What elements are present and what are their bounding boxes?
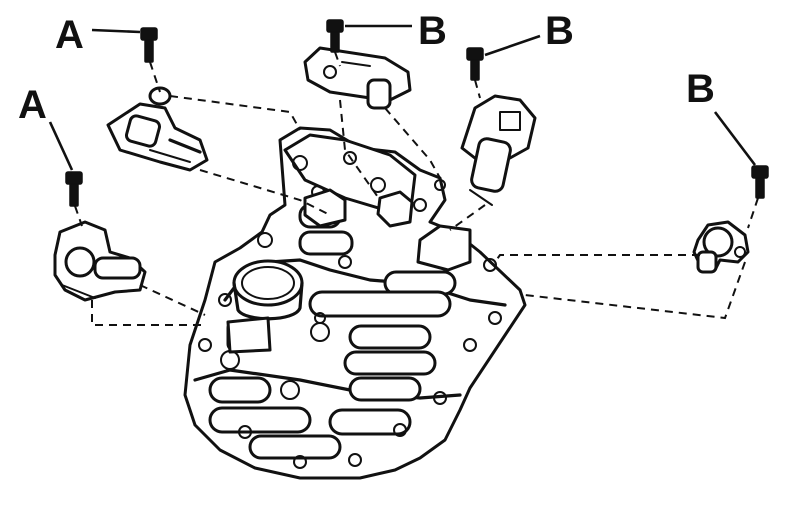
callout-b-far-right: B bbox=[686, 67, 715, 111]
callout-b-top: B bbox=[418, 9, 447, 53]
solenoid-a-upper bbox=[106, 86, 209, 172]
leader-lines bbox=[48, 24, 757, 171]
callout-b-right: B bbox=[545, 9, 574, 53]
solenoid-a-lower bbox=[53, 220, 147, 302]
bolt-b-right bbox=[466, 47, 484, 81]
valve-body bbox=[183, 126, 527, 480]
bolt-a-lower bbox=[65, 171, 83, 207]
alignment-lines bbox=[74, 51, 759, 326]
callout-a-lower: A bbox=[18, 83, 47, 127]
solenoid-b-far-right bbox=[692, 220, 750, 274]
bolt-a-upper bbox=[140, 27, 158, 63]
solenoid-b-right bbox=[460, 94, 537, 206]
solenoid-b-top bbox=[303, 46, 412, 110]
bolt-b-far-right bbox=[751, 165, 769, 199]
callout-a-upper: A bbox=[55, 13, 84, 57]
bolt-b-top bbox=[326, 19, 344, 53]
